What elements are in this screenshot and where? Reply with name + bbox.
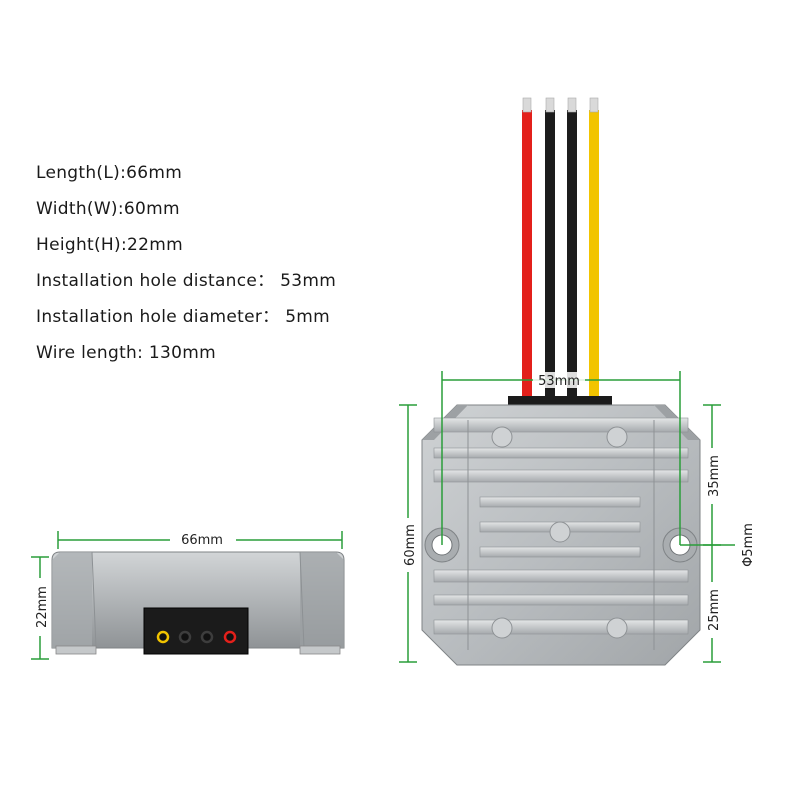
screw-top-left bbox=[491, 426, 513, 448]
screw-center bbox=[549, 521, 571, 543]
wire-tip-3 bbox=[567, 97, 577, 113]
wire-end-black-2 bbox=[200, 630, 214, 644]
wire-end-black-1 bbox=[178, 630, 192, 644]
wire-red bbox=[522, 110, 532, 400]
side-foot-left bbox=[55, 645, 97, 655]
side-slope-left bbox=[52, 552, 92, 648]
wire-yellow bbox=[589, 110, 599, 400]
wire-exit-plate bbox=[143, 607, 249, 655]
spec-length: Length(L):66mm bbox=[36, 163, 183, 183]
screw-top-right bbox=[606, 426, 628, 448]
wire-tip-1 bbox=[522, 97, 532, 113]
spec-height: Height(H):22mm bbox=[36, 235, 183, 255]
side-slope-right bbox=[300, 552, 344, 648]
side-view: 66mm 22mm bbox=[31, 530, 345, 660]
wire-end-red bbox=[223, 630, 237, 644]
dim-label-width: 60mm bbox=[403, 524, 418, 566]
spec-hole-distance: Installation hole distance： 53mm bbox=[36, 271, 337, 291]
wire-tip-2 bbox=[545, 97, 555, 113]
spec-wire-length: Wire length: 130mm bbox=[36, 343, 216, 363]
dim-label-offset-lower: 25mm bbox=[707, 589, 722, 631]
side-edge-right bbox=[299, 551, 305, 649]
dim-label-height: 22mm bbox=[35, 586, 50, 628]
side-edge-left bbox=[91, 551, 97, 649]
screw-bottom-right bbox=[606, 617, 628, 639]
dim-label-length: 66mm bbox=[181, 533, 223, 548]
wire-black-2 bbox=[567, 110, 577, 400]
screw-bottom-left bbox=[491, 617, 513, 639]
dim-label-hole-distance: 53mm bbox=[538, 374, 580, 389]
wire-tip-4 bbox=[589, 97, 599, 113]
side-foot-right bbox=[299, 645, 341, 655]
wire-black-1 bbox=[545, 110, 555, 400]
wire-end-yellow bbox=[156, 630, 170, 644]
dim-label-offset-upper: 35mm bbox=[707, 455, 722, 497]
spec-hole-diameter: Installation hole diameter： 5mm bbox=[36, 307, 331, 327]
dim-label-hole-diameter: Φ5mm bbox=[741, 523, 756, 567]
wires bbox=[522, 97, 599, 400]
spec-width: Width(W):60mm bbox=[36, 199, 180, 219]
spec-list: Length(L):66mm Width(W):60mm Height(H):2… bbox=[36, 160, 336, 376]
top-view: 53mm 60mm 35mm 25mm Φ5mm bbox=[399, 97, 756, 666]
